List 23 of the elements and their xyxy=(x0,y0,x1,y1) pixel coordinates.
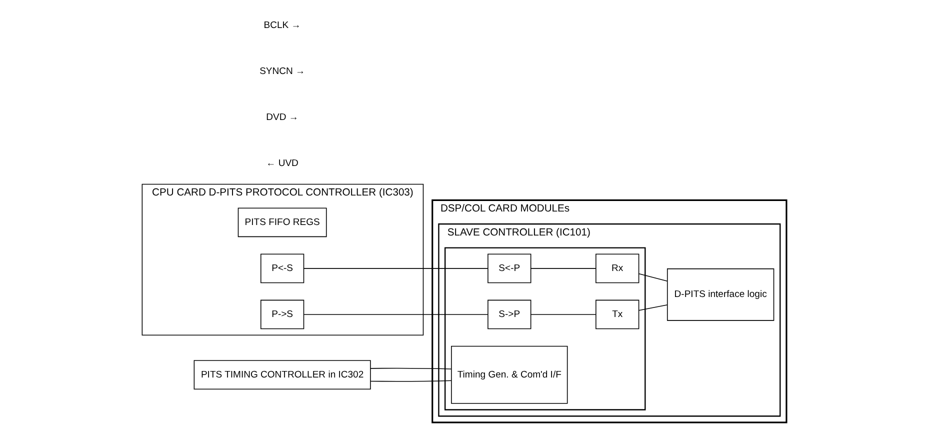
connector xyxy=(303,314,488,315)
label: ← UVD xyxy=(266,158,298,170)
node-box: S<-P xyxy=(487,254,531,284)
node-box: P<-S xyxy=(260,254,304,284)
connector xyxy=(530,268,596,269)
label: SYNCN → xyxy=(259,66,305,77)
node-box: S->P xyxy=(487,300,531,330)
node-box: P->S xyxy=(260,300,304,330)
label: DVD → xyxy=(266,112,298,124)
connector xyxy=(370,380,452,382)
node-box: PITS TIMING CONTROLLER in IC302 xyxy=(193,360,370,390)
node-box: D-PITS interface logic xyxy=(666,268,774,321)
node-box: Rx xyxy=(595,254,639,284)
cluster xyxy=(444,247,646,410)
connector xyxy=(370,368,452,370)
node-box: Tx xyxy=(595,300,639,330)
node-box: Timing Gen. & Com'd I/F xyxy=(450,346,568,404)
label: BCLK → xyxy=(263,20,300,31)
node-box: PITS FIFO REGS xyxy=(237,208,326,238)
connector xyxy=(638,273,668,282)
connector xyxy=(638,304,668,311)
connector xyxy=(303,268,488,269)
connector xyxy=(530,314,596,315)
